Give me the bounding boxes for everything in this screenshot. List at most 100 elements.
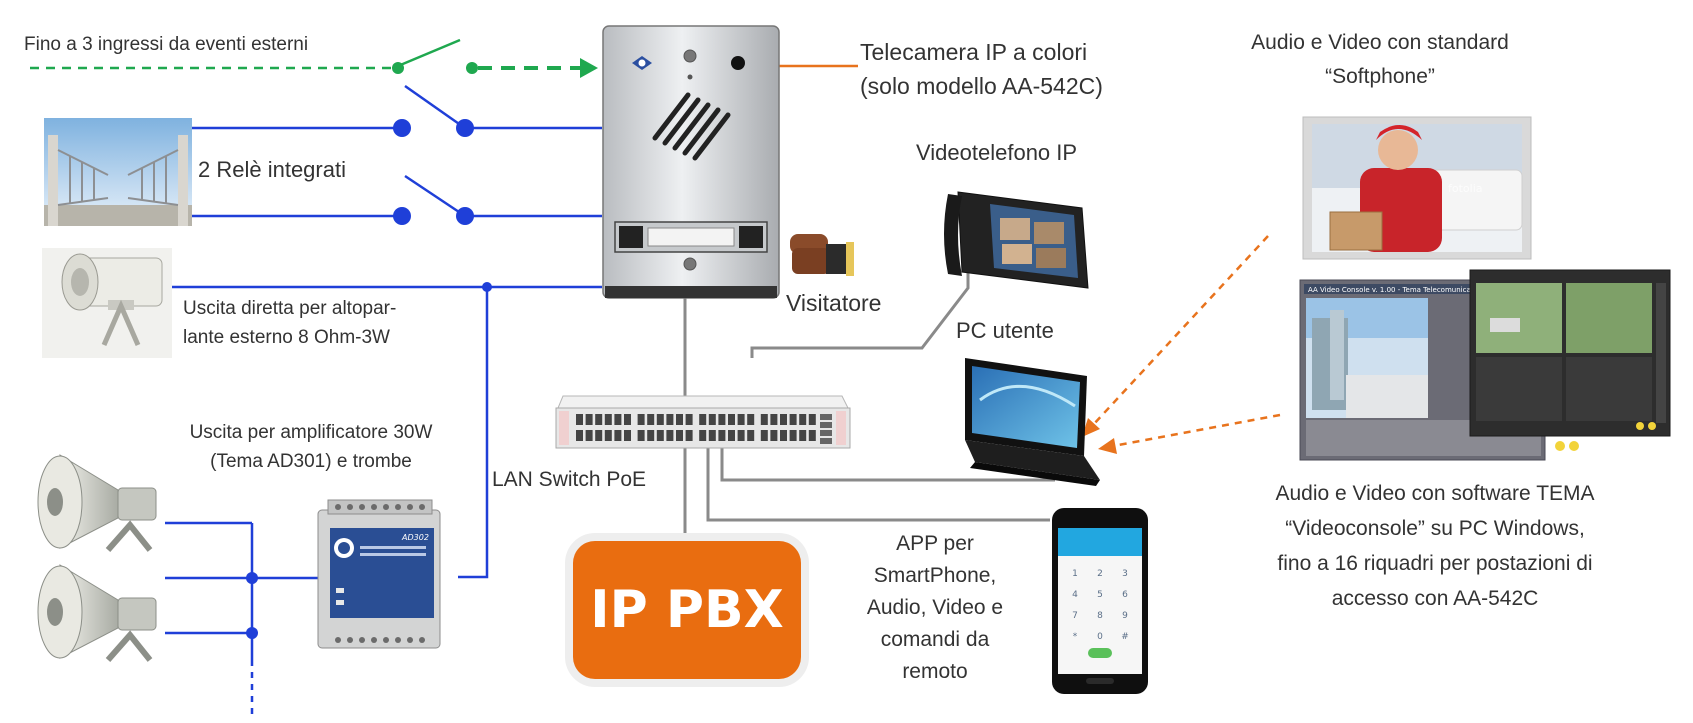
switch-port — [614, 430, 622, 441]
switch-port — [676, 430, 683, 441]
switch-port — [676, 414, 683, 425]
switch-port — [595, 414, 603, 425]
switch-port — [699, 430, 707, 441]
switch-port — [760, 414, 768, 425]
switch-port — [666, 414, 674, 425]
svg-text:2: 2 — [1097, 569, 1103, 579]
horn-speaker-icon — [37, 564, 157, 662]
svg-text:8: 8 — [1097, 611, 1103, 621]
switch-port — [789, 430, 797, 441]
horn-speaker-icon — [37, 454, 157, 552]
softphone-label: Audio e Video con standard “Softphone” — [1251, 31, 1509, 88]
brand-logo-icon — [632, 56, 652, 70]
sfp-port — [820, 414, 832, 420]
switch-port — [737, 430, 745, 441]
svg-text:4: 4 — [1072, 590, 1078, 600]
switch-port — [699, 414, 707, 425]
wall-speaker-icon — [42, 248, 172, 358]
switch-port — [770, 430, 778, 441]
sfp-port — [820, 438, 832, 444]
switch-label: LAN Switch PoE — [492, 468, 647, 491]
network-switch-icon — [555, 395, 851, 449]
switch-port — [789, 414, 797, 425]
switch-port — [685, 430, 693, 441]
switch-port — [647, 414, 655, 425]
switch-port — [760, 430, 768, 441]
speaker-grille-icon — [652, 92, 731, 161]
speaker-output-label: Uscita diretta per altopar- lante estern… — [183, 298, 397, 348]
svg-text:9: 9 — [1122, 611, 1128, 621]
switch-port — [585, 430, 593, 441]
switch-port — [780, 414, 787, 425]
switch-port — [780, 430, 787, 441]
camera-lens-icon — [731, 56, 745, 70]
switch-port — [656, 414, 664, 425]
switch-port — [585, 414, 593, 425]
svg-text:3: 3 — [1122, 569, 1128, 579]
switch-port — [604, 430, 612, 441]
switch-port — [747, 430, 755, 441]
switch-port — [799, 414, 807, 425]
console-window-title: AA Video Console v. 1.00 - Tema Telecomu… — [1308, 286, 1487, 294]
switch-port — [728, 430, 735, 441]
switch-port — [624, 430, 631, 441]
switch-port — [718, 414, 726, 425]
app-label: APP per SmartPhone, Audio, Video e coman… — [866, 532, 1004, 683]
switch-port — [737, 414, 745, 425]
switch-port — [708, 414, 716, 425]
smartphone-icon: 1 2 3 4 5 6 7 8 9 * 0 # — [1052, 508, 1148, 694]
switch-port — [799, 430, 807, 441]
switch-port — [647, 430, 655, 441]
sfp-port — [820, 430, 832, 436]
svg-text:6: 6 — [1122, 590, 1128, 600]
gate-icon — [44, 118, 192, 226]
switch-port — [718, 430, 726, 441]
switch-port — [728, 414, 735, 425]
sfp-port — [820, 422, 832, 428]
svg-text:*: * — [1073, 632, 1078, 642]
orange-arrows — [755, 57, 1281, 454]
pointing-hand-icon — [790, 234, 854, 276]
svg-text:0: 0 — [1097, 632, 1103, 642]
amplifier-module-icon: AD302 — [317, 499, 441, 649]
ip-phone-icon — [944, 191, 1089, 289]
camera-label: Telecamera IP a colori (solo modello AA-… — [860, 39, 1103, 99]
switch-port — [808, 430, 816, 441]
switch-port — [595, 430, 603, 441]
relay-lines — [165, 84, 602, 720]
ip-pbx-box: IP PBX — [573, 541, 801, 679]
switch-port — [808, 414, 816, 425]
relays-label: 2 Relè integrati — [198, 157, 346, 182]
switch-port — [747, 414, 755, 425]
visitor-label: Visitatore — [786, 290, 882, 316]
switch-port — [637, 414, 645, 425]
switch-port — [666, 430, 674, 441]
switch-port — [576, 430, 583, 441]
svg-text:7: 7 — [1072, 611, 1078, 621]
switch-port — [685, 414, 693, 425]
event-input-line — [30, 38, 598, 78]
amp-module-title: AD302 — [401, 533, 429, 542]
switch-port — [708, 430, 716, 441]
svg-text:5: 5 — [1097, 590, 1103, 600]
ip-pbx-label: IP PBX — [590, 580, 784, 640]
pc-label: PC utente — [956, 318, 1054, 343]
switch-port — [624, 414, 631, 425]
amplifier-output-label: Uscita per amplificatore 30W (Tema AD301… — [189, 422, 433, 472]
photo-watermark: fotolia — [1448, 182, 1483, 195]
switch-port — [637, 430, 645, 441]
switch-port — [614, 414, 622, 425]
svg-text:#: # — [1121, 632, 1129, 642]
videophone-label: Videotelefono IP — [916, 140, 1078, 165]
switch-port — [576, 414, 583, 425]
intercom-panel — [602, 25, 780, 299]
event-inputs-label: Fino a 3 ingressi da eventi esterni — [24, 34, 309, 55]
videoconsole-screen-icon: AA Video Console v. 1.00 - Tema Telecomu… — [1299, 269, 1671, 461]
svg-text:1: 1 — [1072, 569, 1078, 579]
switch-port — [604, 414, 612, 425]
videoconsole-label: Audio e Video con software TEMA “Videoco… — [1275, 482, 1595, 610]
switch-port — [770, 414, 778, 425]
laptop-icon — [965, 358, 1100, 486]
switch-port — [656, 430, 664, 441]
